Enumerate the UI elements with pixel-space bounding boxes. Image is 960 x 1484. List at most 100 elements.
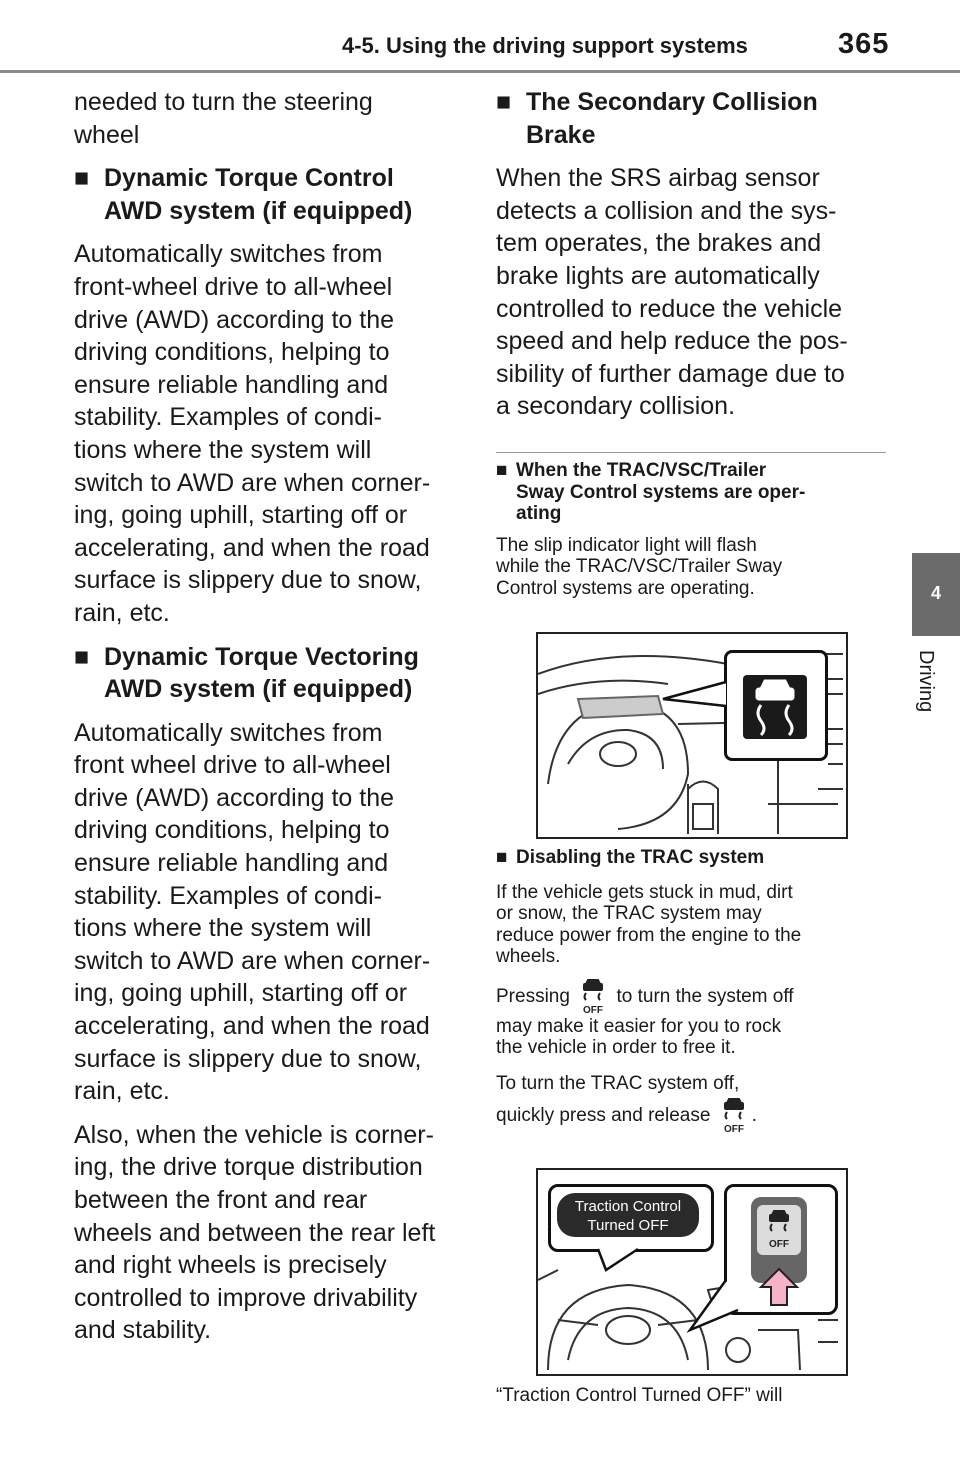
message-display: Traction Control Turned OFF xyxy=(557,1193,699,1237)
text-line: ensure reliable handling and xyxy=(74,849,389,878)
press-arrow-icon xyxy=(758,1267,800,1306)
trac-vsc-paragraph: The slip indicator light will flash whil… xyxy=(496,535,891,600)
pressing-paragraph: Pressing OFF to turn the system off may … xyxy=(496,978,891,1059)
text-line: stability. Examples of condi- xyxy=(74,403,382,432)
page-header-title: 4-5. Using the driving support systems xyxy=(342,33,748,58)
text-line: accelerating, and when the road xyxy=(74,1012,430,1041)
text-line: tions where the system will xyxy=(74,914,372,943)
scb-paragraph: When the SRS airbag sensor detects a col… xyxy=(496,162,891,423)
popup-line: Turned OFF xyxy=(587,1217,669,1234)
dtv-paragraph: Automatically switches from front wheel … xyxy=(74,717,469,1108)
section-marker-icon: ■ xyxy=(74,164,90,193)
off-label: OFF xyxy=(583,1005,603,1016)
disable-trac-section: ■ Disabling the TRAC system If the vehic… xyxy=(496,847,891,1138)
text-line: front-wheel drive to all-wheel xyxy=(74,272,393,301)
vehicle-skid-icon xyxy=(743,675,807,739)
trailing-text: “Traction Control Turned OFF” will xyxy=(496,1385,783,1406)
text-line: wheel xyxy=(74,120,140,149)
heading-line: The Secondary Collision xyxy=(526,88,818,116)
text-line: sibility of further damage due to xyxy=(496,359,845,388)
text-line: Automatically switches from xyxy=(74,718,383,747)
text-fragment: to turn the system off xyxy=(616,985,794,1007)
vehicle-skid-off-icon: OFF xyxy=(575,978,611,1016)
text-line: reduce power from the engine to the xyxy=(496,924,802,946)
text-line: surface is slippery due to snow, xyxy=(74,1044,422,1073)
text-line: To turn the TRAC system off, xyxy=(496,1072,740,1094)
vehicle-skid-off-icon: OFF xyxy=(716,1097,752,1135)
section-marker-icon: ■ xyxy=(496,847,508,868)
vehicle-skid-off-icon: OFF xyxy=(769,1210,789,1250)
text-line: and stability. xyxy=(74,1316,212,1345)
indicator-callout xyxy=(724,650,828,761)
text-line: may make it easier for you to rock xyxy=(496,1015,782,1037)
chapter-number: 4 xyxy=(930,583,941,603)
text-line: wheels. xyxy=(496,946,561,967)
chapter-tab: 4 xyxy=(912,553,960,636)
section-marker-icon: ■ xyxy=(496,88,512,116)
slip-indicator-figure xyxy=(536,632,848,839)
text-line: ing, the drive torque distribution xyxy=(74,1153,423,1182)
text-line: rain, etc. xyxy=(74,1077,170,1106)
heading-line: Dynamic Torque Vectoring xyxy=(104,642,419,671)
heading-line: Sway Control systems are oper- xyxy=(516,481,806,503)
text-line: ing, going uphill, starting off or xyxy=(74,979,408,1008)
heading-line: AWD system (if equipped) xyxy=(104,196,413,225)
text-line: controlled to reduce the vehicle xyxy=(496,294,843,323)
heading-line: Disabling the TRAC system xyxy=(516,847,765,868)
text-line: Also, when the vehicle is corner- xyxy=(74,1120,434,1149)
trac-vsc-note: ■ When the TRAC/VSC/Trailer Sway Control… xyxy=(496,460,891,599)
text-line: brake lights are automatically xyxy=(496,261,820,290)
text-line: rain, etc. xyxy=(74,598,170,627)
awd-distribution-paragraph: Also, when the vehicle is corner- ing, t… xyxy=(74,1119,469,1347)
intro-text: needed to turn the steering wheel xyxy=(74,86,469,151)
text-line: tions where the system will xyxy=(74,435,372,464)
heading-line: Brake xyxy=(526,120,596,149)
disable-trac-heading: ■ Disabling the TRAC system xyxy=(496,847,891,869)
text-line: driving conditions, helping to xyxy=(74,816,390,845)
text-line: needed to turn the steering xyxy=(74,88,373,116)
text-line: the vehicle in order to free it. xyxy=(496,1037,736,1058)
text-line: front wheel drive to all-wheel xyxy=(74,751,391,780)
callout-pointer xyxy=(662,680,727,708)
text-line: tem operates, the brakes and xyxy=(496,229,822,258)
section-marker-icon: ■ xyxy=(496,460,508,481)
text-line: When the SRS airbag sensor xyxy=(496,164,820,193)
page-number: 365 xyxy=(838,28,890,60)
text-line: wheels and between the rear left xyxy=(74,1218,436,1247)
text-line: a secondary collision. xyxy=(496,392,736,421)
trac-vsc-heading: ■ When the TRAC/VSC/Trailer Sway Control… xyxy=(496,460,891,525)
text-line: accelerating, and when the road xyxy=(74,533,430,562)
text-line: between the front and rear xyxy=(74,1186,368,1214)
text-line: ensure reliable handling and xyxy=(74,370,389,399)
text-line: ing, going uphill, starting off or xyxy=(74,501,408,530)
section-divider xyxy=(496,452,886,453)
text-fragment: Pressing xyxy=(496,985,570,1007)
turn-off-paragraph: To turn the TRAC system off, quickly pre… xyxy=(496,1073,891,1139)
text-line: or snow, the TRAC system may xyxy=(496,903,762,924)
section-marker-icon: ■ xyxy=(74,642,90,671)
heading-line: When the TRAC/VSC/Trailer xyxy=(516,460,767,481)
text-line: stability. Examples of condi- xyxy=(74,881,382,910)
text-fragment: . xyxy=(751,1105,757,1126)
switch-callout: OFF xyxy=(724,1184,838,1315)
text-line: Control systems are operating. xyxy=(496,577,755,599)
text-fragment: quickly press and release xyxy=(496,1105,711,1126)
text-line: detects a collision and the sys- xyxy=(496,196,837,225)
dtc-paragraph: Automatically switches from front-wheel … xyxy=(74,238,469,629)
right-column: ■ The Secondary Collision Brake When the… xyxy=(496,86,891,423)
text-line: Automatically switches from xyxy=(74,240,383,269)
off-label: OFF xyxy=(724,1124,744,1135)
switch-button: OFF xyxy=(757,1205,801,1255)
text-line: If the vehicle gets stuck in mud, dirt xyxy=(496,881,793,903)
text-line: switch to AWD are when corner- xyxy=(74,468,431,497)
text-line: drive (AWD) according to the xyxy=(74,305,395,334)
heading-line: ating xyxy=(516,503,562,524)
scb-heading: ■ The Secondary Collision Brake xyxy=(496,86,891,151)
chapter-label: Driving xyxy=(915,650,937,713)
dtc-heading: ■ Dynamic Torque Control AWD system (if … xyxy=(74,162,469,227)
text-line: controlled to improve drivability xyxy=(74,1283,418,1312)
text-line: driving conditions, helping to xyxy=(74,338,390,367)
disable-trac-paragraph: If the vehicle gets stuck in mud, dirt o… xyxy=(496,882,891,968)
heading-line: Dynamic Torque Control xyxy=(104,164,394,193)
text-line: speed and help reduce the pos- xyxy=(496,327,848,356)
